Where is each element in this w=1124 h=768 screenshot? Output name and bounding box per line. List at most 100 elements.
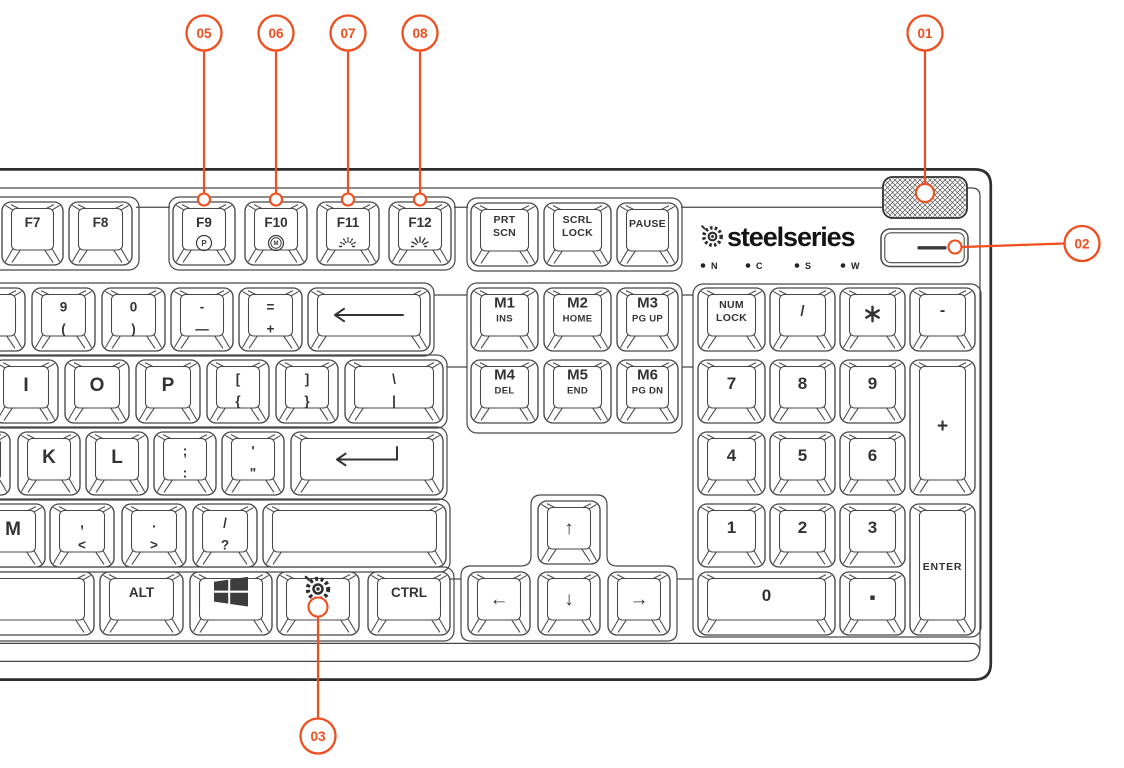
keycap-bevel bbox=[105, 290, 114, 297]
keycap-bevel bbox=[848, 290, 858, 296]
keycap-bevel bbox=[153, 334, 163, 348]
keycap-bevel bbox=[257, 406, 267, 420]
keycap-bevel bbox=[0, 434, 7, 441]
keycap-bevel bbox=[418, 290, 427, 297]
logo-text: steelseries bbox=[727, 222, 855, 252]
keycap-bevel bbox=[893, 550, 903, 564]
keycap-bevel bbox=[617, 619, 627, 633]
keycap-bevel bbox=[541, 574, 550, 581]
keycap-bevel bbox=[816, 551, 826, 565]
keycap-bevel bbox=[120, 204, 129, 211]
ray bbox=[422, 241, 429, 245]
keycap-top bbox=[353, 365, 435, 409]
keycap-bevel bbox=[849, 551, 859, 565]
key-group-outline bbox=[0, 282, 435, 357]
keycap-bevel bbox=[843, 434, 852, 441]
keycap-bevel bbox=[552, 290, 562, 296]
keycap-outer bbox=[0, 431, 11, 496]
key-np-3: 3 bbox=[839, 503, 906, 568]
key-label-secondary: > bbox=[150, 538, 158, 553]
keycap-outer bbox=[537, 500, 601, 565]
keycap-bevel bbox=[848, 506, 858, 512]
keycap-bevel bbox=[197, 479, 207, 493]
keycap-bevel bbox=[225, 434, 234, 441]
key-label: P bbox=[162, 375, 175, 396]
keycap-bevel bbox=[817, 434, 827, 440]
keycap-bevel bbox=[182, 249, 192, 263]
keycap-bevel bbox=[136, 478, 146, 492]
key-label: M2 bbox=[567, 295, 588, 312]
keycap-bevel bbox=[772, 550, 782, 564]
keycap-bevel bbox=[912, 618, 922, 632]
keycap-bevel bbox=[223, 248, 233, 262]
keycap-bevel bbox=[518, 618, 528, 632]
callout-number: 05 bbox=[196, 26, 212, 41]
keycap-bevel bbox=[284, 290, 294, 296]
keycap-top bbox=[778, 437, 827, 481]
asterisk-ray bbox=[865, 309, 880, 319]
keycap-bevel bbox=[706, 506, 716, 512]
key-label: I bbox=[23, 375, 28, 396]
callout-circle bbox=[299, 717, 337, 755]
keycap-bevel bbox=[370, 618, 380, 632]
keycap-bevel bbox=[707, 407, 717, 421]
keycap-outer bbox=[909, 503, 976, 636]
keycap-bevel bbox=[582, 503, 592, 509]
keycap-bevel bbox=[392, 204, 401, 211]
key-alt: ALT bbox=[99, 571, 184, 636]
keycap-bevel bbox=[317, 335, 327, 349]
keycap-bevel bbox=[144, 362, 154, 368]
key-group-outline bbox=[466, 282, 683, 434]
callout-pointer-dot bbox=[340, 192, 356, 207]
keycap-top bbox=[162, 437, 208, 481]
keycap-bevel bbox=[817, 506, 827, 512]
keycap-bevel bbox=[0, 364, 6, 369]
keycap-bevel bbox=[117, 406, 127, 420]
keycap-bevel bbox=[526, 334, 536, 348]
keyboard-body bbox=[0, 168, 993, 681]
keycap-bevel bbox=[168, 506, 178, 512]
icon-inner-circle bbox=[270, 237, 282, 249]
key-i: I bbox=[0, 359, 59, 424]
keycap-bevel bbox=[823, 434, 832, 441]
keycap-bevel bbox=[61, 479, 71, 493]
keycap-top bbox=[778, 365, 827, 409]
key-label-secondary: DEL bbox=[495, 386, 515, 397]
key-equals: =+ bbox=[238, 287, 303, 352]
keycap-bevel bbox=[592, 335, 602, 349]
key-label: NUM bbox=[719, 299, 744, 311]
keycap-bevel bbox=[666, 334, 676, 348]
key-label: ← bbox=[490, 589, 509, 610]
keycap-bevel bbox=[108, 574, 118, 580]
keycap-bevel bbox=[658, 574, 667, 581]
key-shift-right bbox=[262, 503, 447, 568]
callout-07: 07 bbox=[329, 14, 367, 207]
keycap-bevel bbox=[53, 506, 62, 513]
keycap-bevel bbox=[424, 479, 434, 493]
key-arrow-up: ↑ bbox=[537, 500, 601, 565]
keycap-bevel bbox=[74, 407, 84, 421]
keycap-bevel bbox=[431, 619, 441, 633]
key-label: F9 bbox=[196, 215, 212, 230]
key-f7: F7 bbox=[1, 201, 64, 266]
keycap-bevel bbox=[823, 618, 833, 632]
keycap-outer bbox=[470, 359, 539, 424]
steelseries-logo: steelseries bbox=[701, 222, 856, 252]
keycap-bevel bbox=[701, 506, 710, 513]
keycap-bevel bbox=[27, 479, 37, 493]
keycap-bevel bbox=[254, 574, 264, 580]
keycap-bevel bbox=[279, 362, 288, 369]
keycap-bevel bbox=[701, 434, 710, 441]
keycap-bevel bbox=[398, 249, 408, 263]
keycap-bevel bbox=[753, 478, 763, 492]
key-o: O bbox=[64, 359, 130, 424]
keycap-bevel bbox=[963, 362, 972, 369]
keycap-bevel bbox=[773, 506, 782, 513]
keycap-bevel bbox=[526, 362, 535, 369]
key-num9: 9( bbox=[31, 287, 96, 352]
icon-circle bbox=[195, 234, 213, 252]
keycap-bevel bbox=[320, 204, 329, 211]
callout-number: 07 bbox=[340, 26, 355, 41]
